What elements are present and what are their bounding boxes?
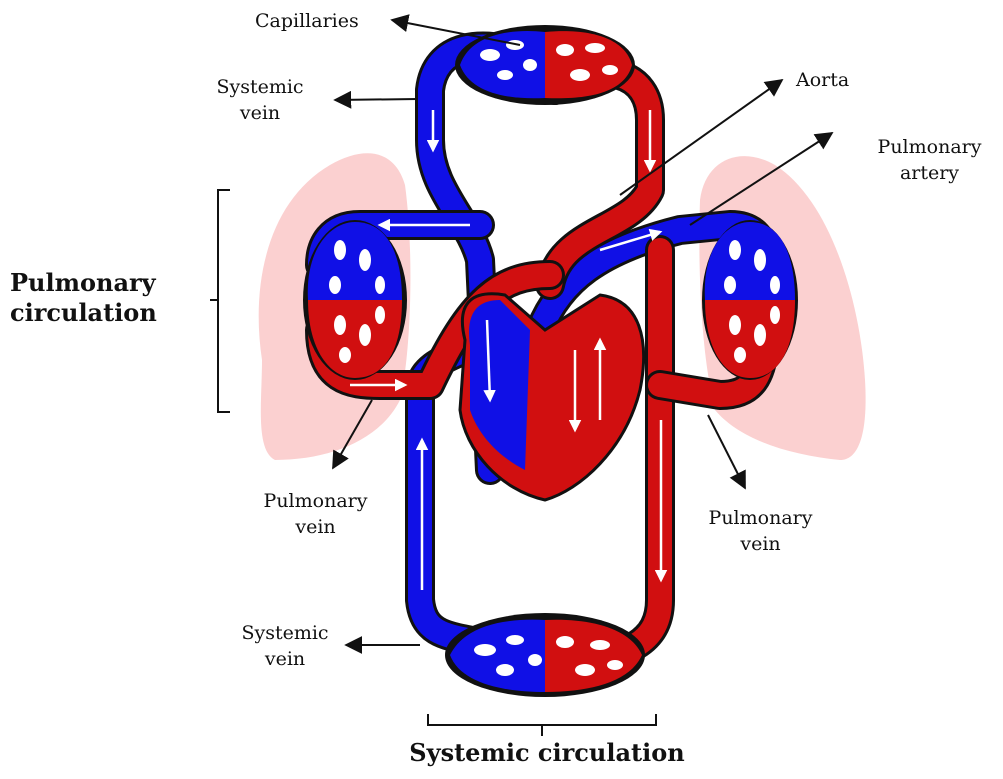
capillary-bed-bottom — [445, 613, 645, 697]
aorta-label: Aorta — [796, 67, 849, 93]
lung-capillary-right — [702, 220, 798, 380]
systemic-vein-top-label: Systemic vein — [205, 74, 315, 126]
capillaries-label: Capillaries — [255, 8, 359, 34]
pulmonary-vein-right-label: Pulmonary vein — [693, 505, 828, 557]
pulmonary-vein-left-label: Pulmonary vein — [248, 488, 383, 540]
systemic-circulation-label: Systemic circulation — [392, 738, 702, 768]
pulmonary-bracket — [210, 190, 230, 412]
pulmonary-artery-label: Pulmonary artery — [862, 134, 997, 186]
pulmonary-circulation-label: Pulmonary circulation — [10, 268, 157, 328]
systemic-vein-bottom-label: Systemic vein — [225, 620, 345, 672]
lung-capillary-left — [303, 220, 407, 380]
systemic-bracket — [428, 714, 656, 736]
